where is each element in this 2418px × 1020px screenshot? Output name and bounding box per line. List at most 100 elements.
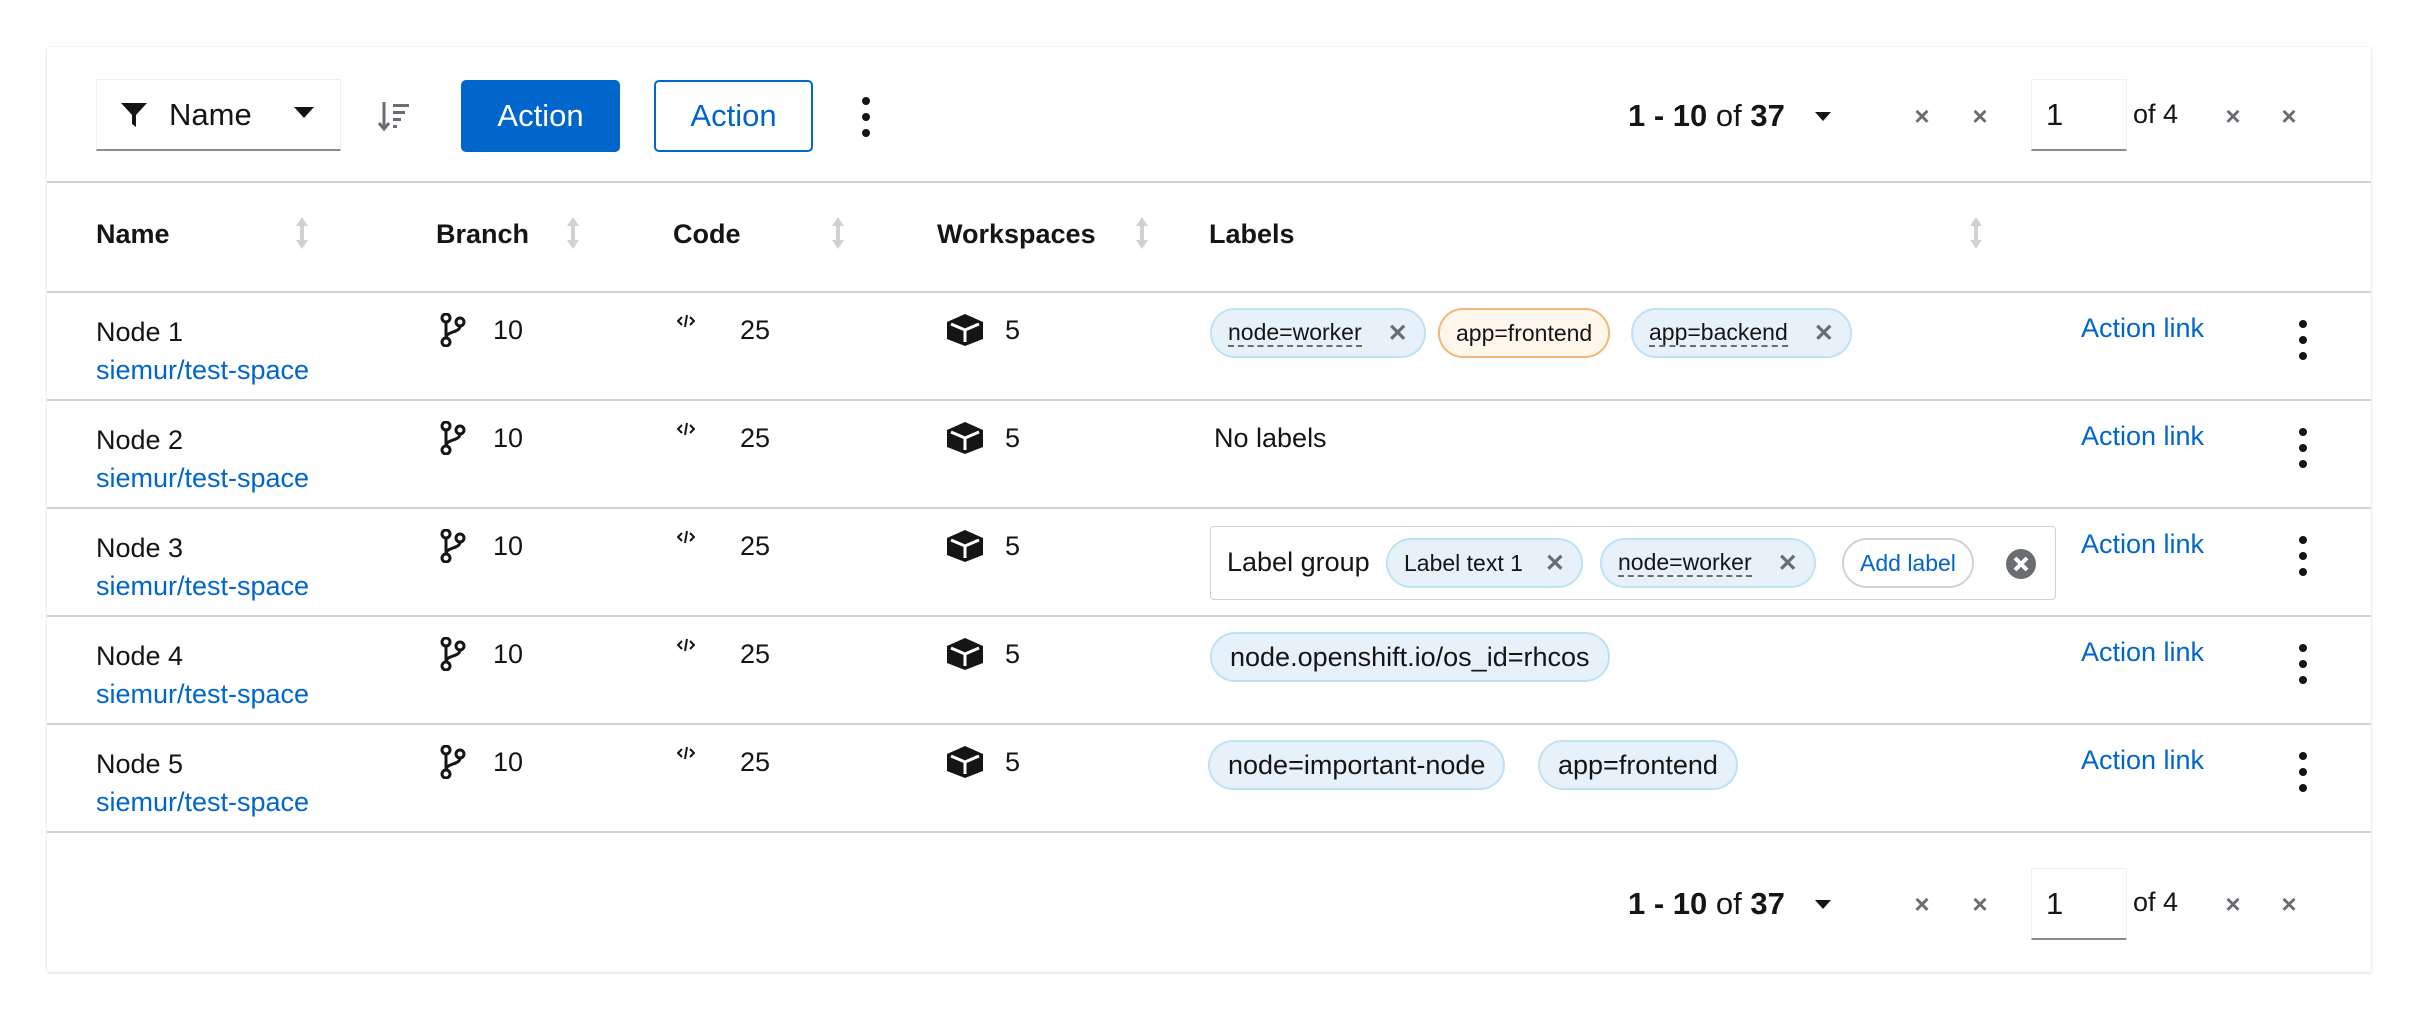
total-pages-label: of 4 [2133, 99, 2179, 129]
bottom-pagination-options-toggle[interactable]: 1 - 10 of 37 [1628, 868, 1831, 940]
last-page-icon[interactable]: × [2281, 889, 2297, 919]
node-name: Node 4 [96, 641, 184, 671]
action-link[interactable]: Action link [2081, 745, 2205, 775]
first-page-icon[interactable]: × [1914, 889, 1930, 919]
repo-link[interactable]: siemur/test-space [96, 787, 310, 817]
node-name: Node 1 [96, 317, 184, 347]
close-icon[interactable]: ✕ [1777, 549, 1798, 577]
node-name: Node 3 [96, 533, 184, 563]
action-link[interactable]: Action link [2081, 313, 2205, 343]
times-circle-icon[interactable] [2005, 548, 2037, 580]
add-label-button[interactable]: Add label [1842, 538, 1974, 588]
label-text: app=frontend [1558, 749, 1718, 780]
sort-amount-down-icon[interactable] [377, 99, 411, 133]
filter-label: Name [169, 96, 252, 132]
secondary-action-button[interactable]: Action [654, 80, 813, 152]
node-name-cell: Node 3 siemur/test-space [96, 529, 309, 605]
previous-page-icon[interactable]: × [1972, 101, 1988, 131]
column-header-code[interactable]: Code [673, 219, 741, 249]
column-header-name[interactable]: Name [96, 219, 170, 249]
action-link[interactable]: Action link [2081, 637, 2205, 667]
caret-down-icon [1814, 111, 1831, 121]
code-count: 25 [740, 423, 771, 453]
repo-link[interactable]: siemur/test-space [96, 571, 310, 601]
action-link[interactable]: Action link [2081, 529, 2205, 559]
current-page-input[interactable]: 1 [2031, 79, 2127, 151]
code-icon [677, 530, 695, 544]
primary-action-button[interactable]: Action [461, 80, 620, 152]
label-text: Label text 1 [1404, 549, 1523, 576]
sort-icon[interactable] [295, 215, 309, 251]
label-text: node=important-node [1228, 749, 1486, 780]
label-chip: node=important-node [1208, 740, 1506, 790]
workspace-count: 5 [1005, 747, 1021, 777]
first-page-icon[interactable]: × [1914, 101, 1930, 131]
action-link[interactable]: Action link [2081, 421, 2205, 451]
close-icon[interactable]: ✕ [1813, 319, 1834, 347]
column-header-branch[interactable]: Branch [436, 219, 530, 249]
workspace-count: 5 [1005, 423, 1021, 453]
row-kebab-icon[interactable] [2296, 644, 2310, 684]
node-name-cell: Node 2 siemur/test-space [96, 421, 309, 497]
label-group: Label group Label text 1✕ node=worker✕ A… [1210, 526, 2056, 600]
code-icon [677, 638, 695, 652]
cube-icon [947, 422, 983, 454]
column-header-workspaces[interactable]: Workspaces [937, 219, 1096, 249]
workspace-count: 5 [1005, 315, 1021, 345]
caret-down-icon [1814, 899, 1831, 909]
pagination-of: of [1715, 98, 1742, 133]
close-icon[interactable]: ✕ [1544, 549, 1566, 577]
row-kebab-icon[interactable] [2296, 536, 2310, 576]
code-branch-icon [440, 421, 466, 455]
cube-icon [947, 638, 983, 670]
label-text[interactable]: node=worker [1618, 549, 1752, 577]
cube-icon [947, 746, 983, 778]
repo-link[interactable]: siemur/test-space [96, 355, 310, 385]
node-name: Node 5 [96, 749, 184, 779]
attribute-filter-select[interactable]: Name [96, 79, 341, 151]
repo-link[interactable]: siemur/test-space [96, 679, 310, 709]
code-icon [677, 422, 695, 436]
label-text[interactable]: app=backend [1649, 319, 1788, 347]
sort-icon[interactable] [566, 215, 580, 251]
sort-icon[interactable] [1135, 215, 1149, 251]
code-icon [677, 746, 695, 760]
previous-page-icon[interactable]: × [1972, 889, 1988, 919]
no-labels-text: No labels [1214, 423, 1327, 453]
row-kebab-icon[interactable] [2296, 752, 2310, 792]
node-name-cell: Node 4 siemur/test-space [96, 637, 309, 713]
pagination-range: 1 - 10 [1628, 98, 1708, 133]
code-count: 25 [740, 531, 771, 561]
next-page-icon[interactable]: × [2225, 889, 2241, 919]
code-branch-icon [440, 529, 466, 563]
table-card: Name Action Action 1 - 10 of 37 × × 1 of… [47, 47, 2371, 972]
pagination-options-toggle[interactable]: 1 - 10 of 37 [1628, 80, 1831, 152]
label-text: app=frontend [1456, 319, 1593, 346]
cube-icon [947, 530, 983, 562]
label-chip[interactable]: app=backend ✕ [1631, 308, 1852, 358]
last-page-icon[interactable]: × [2281, 101, 2297, 131]
label-text: node.openshift.io/os_id=rhcos [1230, 641, 1590, 672]
label-chip: node.openshift.io/os_id=rhcos [1210, 632, 1610, 682]
sort-icon[interactable] [831, 215, 845, 251]
label-chip[interactable]: node=worker ✕ [1210, 308, 1426, 358]
table-row: Node 1 siemur/test-space 10 25 5 node=wo… [47, 293, 2371, 401]
row-kebab-icon[interactable] [2296, 320, 2310, 360]
label-chip[interactable]: node=worker ✕ [1600, 538, 1816, 588]
label-text[interactable]: node=worker [1228, 319, 1362, 347]
workspace-count: 5 [1005, 531, 1021, 561]
branch-count: 10 [493, 423, 524, 453]
pagination-total: 37 [1750, 98, 1785, 133]
close-icon[interactable]: ✕ [1387, 319, 1408, 347]
cube-icon [947, 314, 983, 346]
total-pages-label: of 4 [2133, 887, 2179, 917]
toolbar-kebab-icon[interactable] [859, 97, 873, 137]
sort-icon[interactable] [1969, 215, 1983, 251]
column-header-labels[interactable]: Labels [1209, 219, 1295, 249]
workspace-count: 5 [1005, 639, 1021, 669]
current-page-input[interactable]: 1 [2031, 868, 2127, 940]
next-page-icon[interactable]: × [2225, 101, 2241, 131]
row-kebab-icon[interactable] [2296, 428, 2310, 468]
branch-count: 10 [493, 315, 524, 345]
repo-link[interactable]: siemur/test-space [96, 463, 310, 493]
